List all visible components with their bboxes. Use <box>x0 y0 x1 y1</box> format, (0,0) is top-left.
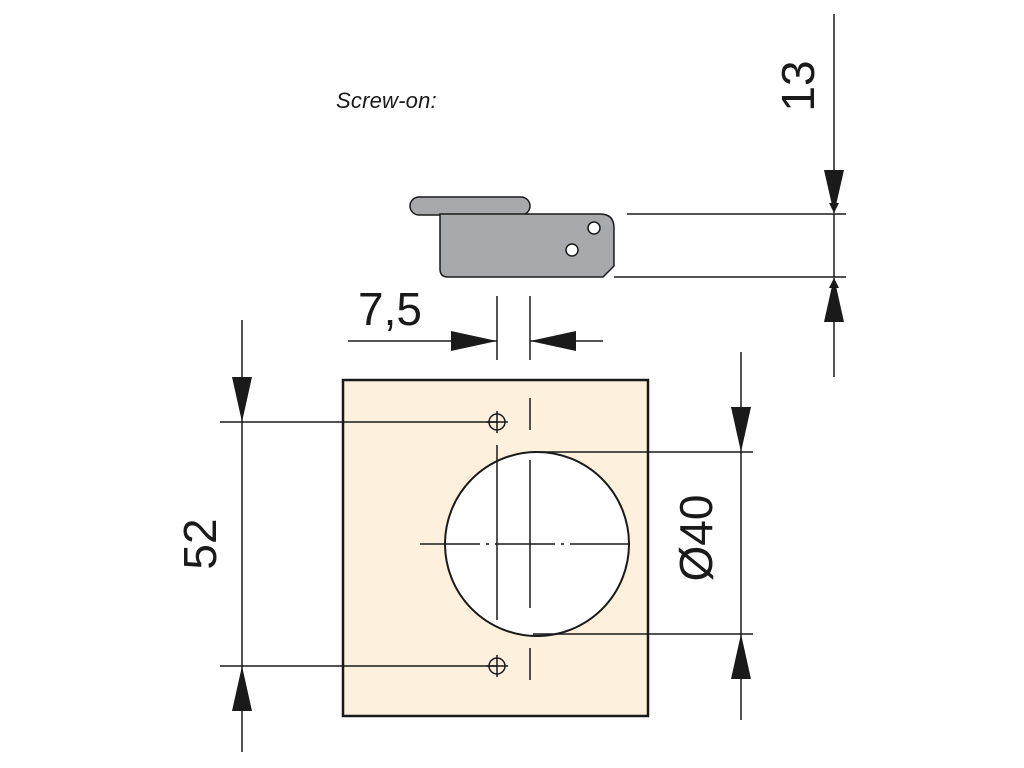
arrow-spacing-top <box>232 377 252 422</box>
center-lines <box>420 398 636 680</box>
arrow-offset-left <box>451 331 497 351</box>
cup-diameter-value-label: Ø40 <box>670 495 722 582</box>
arrow-diameter-top <box>731 407 751 452</box>
offset-value-label: 7,5 <box>358 283 422 335</box>
screw-spacing-value-label: 52 <box>174 518 226 569</box>
plate-screw-hole-upper <box>587 221 601 235</box>
arrow-diameter-bottom <box>731 634 751 679</box>
mounting-type-caption: Screw-on: <box>336 88 437 113</box>
mounting-plate-side-view <box>409 196 615 278</box>
arrow-spacing-bottom <box>232 666 252 711</box>
height-value-label: 13 <box>772 60 824 111</box>
arrow-offset-right <box>530 331 576 351</box>
mounting-plate-body <box>439 213 615 278</box>
plate-screw-hole-lower <box>565 243 579 257</box>
mounting-plate-flange <box>409 196 531 216</box>
arrow-height-bottom <box>824 277 844 322</box>
arrow-height-top <box>824 170 844 214</box>
